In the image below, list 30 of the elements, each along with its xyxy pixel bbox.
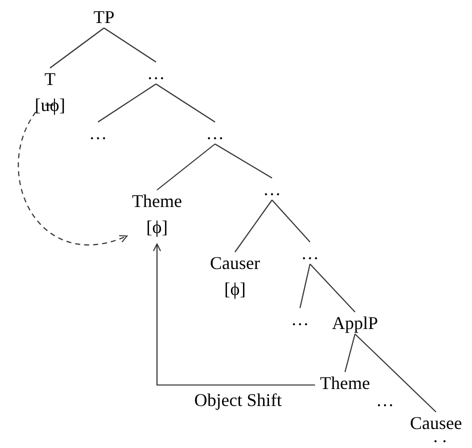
tree-branch	[98, 84, 156, 122]
feature-label: [u̶ϕ]	[34, 94, 66, 117]
feature-label: [ϕ]	[223, 278, 247, 301]
tree-branch	[272, 200, 310, 242]
tree-branch	[104, 28, 156, 62]
node-label: Theme	[131, 190, 183, 213]
node-label: Causer	[209, 252, 261, 275]
tree-branch	[214, 144, 272, 178]
feature-label: [ϕ]	[145, 216, 169, 239]
node-label: …	[262, 178, 282, 201]
node-label: Theme	[319, 372, 371, 395]
tree-branch	[310, 264, 356, 312]
node-label: TP	[92, 6, 116, 29]
node-label: …	[146, 62, 166, 85]
dashed-arrow	[18, 112, 128, 246]
tree-branch	[299, 264, 311, 308]
node-label: …	[290, 308, 310, 331]
node-label: ApplP	[331, 312, 379, 335]
tree-branch	[354, 334, 436, 412]
node-label: …	[205, 122, 225, 145]
tree-branch	[50, 28, 104, 68]
tree-branch	[156, 144, 216, 190]
node-label: …	[300, 242, 320, 265]
tree-branch	[234, 200, 272, 252]
tree-branch	[156, 84, 216, 122]
ellipsis-label: …	[376, 390, 394, 410]
node-label: …	[88, 122, 108, 145]
node-label: T	[44, 68, 56, 91]
movement-arrow	[152, 243, 315, 386]
tree-branch	[344, 334, 356, 372]
